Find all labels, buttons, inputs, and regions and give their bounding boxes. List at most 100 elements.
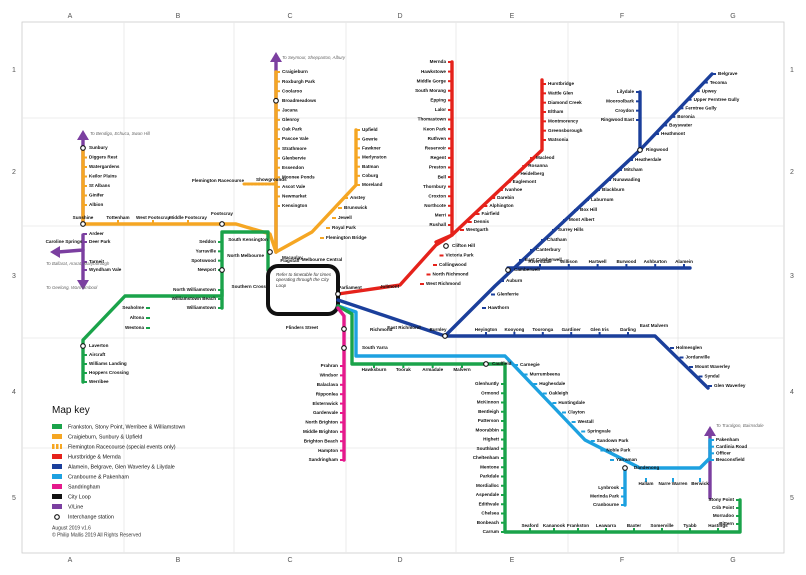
interchange-camberwell[interactable] [505,267,511,273]
station-label-20: Bonbeach [477,520,499,525]
station-label-1: Diggers Rest [89,155,118,160]
interchange-north-melbourne[interactable] [267,249,273,255]
station-label-14: Werribee [89,379,109,384]
station-label-1: Hawkstowe [421,69,446,74]
station-label-3: Tarneit [89,259,104,264]
station-label-0: Seddon [199,239,216,244]
station-label-9: Heidelberg [520,171,544,176]
grid-row-label: 3 [790,273,794,280]
interchange-footscray[interactable] [219,221,225,227]
station-label-8: Strathmore [282,146,307,151]
grid-col-label: F [620,557,624,564]
interchange-clifton-hill[interactable] [443,243,449,249]
station-label-12: Bell [438,174,446,179]
interchange-laverton[interactable] [80,343,86,349]
interchange-broadmeadows[interactable] [273,97,279,104]
interchange-south-yarra[interactable] [341,345,347,351]
station-label-4: St Albans [89,183,110,188]
station-label-2: Diamond Creek [548,100,582,105]
station-label-1: Roxburgh Park [282,79,315,84]
station-label-20: Collingwood [439,262,467,267]
station-label-12: South Kensington [228,237,268,242]
interchange-dandenong[interactable] [622,465,628,471]
key-label-frankston: Frankston, Stony Point, Werribee & Willi… [68,424,185,430]
footer-copyright: © Philip Mallis 2019 All Rights Reserved [52,531,141,538]
station-label-5: Williamstown Beach [172,296,217,301]
station-label-0: Belgrave [718,71,738,76]
grid-col-label: B [176,557,181,564]
station-label-1: Kooyong [504,327,524,332]
vline-geelong-arrow [77,280,89,290]
station-label-3: Burwood [616,259,636,264]
station-label-8: Jordanville [686,355,711,360]
key-interchange-icon [54,514,60,520]
station-label-18: Clifton Hill [452,243,475,248]
grid-row-label: 2 [790,169,794,176]
station-label-21: Carrum [483,529,499,534]
station-label-6: Williamstown [187,305,217,310]
vline-destination-seymour: To Seymour, Shepparton, Albury [282,55,346,60]
station-label-0: Upfield [362,127,378,132]
station-label-10: East Richmond [387,325,421,330]
station-label-7: Middle Brighton [303,429,338,434]
station-label-4: Hastings [708,523,728,528]
grid-col-label: A [68,557,73,564]
station-label-8: Sandown Park [597,438,629,443]
station-label-16: Westgarth [466,227,489,232]
station-label-2: Hartwell [589,259,607,264]
station-label-13: Alphington [489,203,513,208]
vline-destination-traralgon: To Traralgon, Bairnsdale [716,423,764,428]
station-label-7: Seaholme [122,305,144,310]
interchange-caulfield[interactable] [483,361,489,367]
key-swatch-flemington [52,444,62,449]
interchange-sunbury[interactable] [80,145,86,151]
station-label-4: Ashburton [644,259,667,264]
interchange-richmond[interactable] [341,326,347,332]
station-label-5: Greensborough [548,128,583,133]
station-label-9: Mount Waverley [695,364,730,369]
station-label-14: Cranbourne [593,502,619,507]
station-label-15: East Camberwell [525,257,562,262]
station-label-0: Sunbury [89,145,108,150]
grid-col-label: F [620,13,624,20]
footer-version: August 2019 v1.6 [52,525,91,531]
station-label-16: Camberwell [514,267,540,272]
grid-col-label: E [510,13,515,20]
station-label-6: Ormond [481,390,499,395]
station-label-22: West Richmond [426,281,461,286]
route-frankston [336,304,742,534]
station-label-11: Moonee Ponds [282,175,315,180]
grid-row-label: 1 [12,67,16,74]
station-label-5: Glenhuntly [475,381,499,386]
station-label-2: Caroline Springs [46,239,83,244]
station-label-5: Darling [620,327,636,332]
station-label-12: Darebin [497,195,514,200]
station-label-10: Moorabbin [476,427,500,432]
station-label-7: Pascoe Vale [282,136,309,141]
station-label-11: Dandenong [634,465,659,470]
station-label-1: Flagstaff [280,258,300,263]
key-swatch-hurstbridge [52,454,62,459]
interchange-parliament[interactable] [335,291,341,297]
station-label-10: Box Hill [580,207,597,212]
key-label-cityloop: City Loop [68,494,91,500]
interchange-ringwood[interactable] [637,147,643,153]
station-label-3: South Morang [415,88,446,93]
station-label-1: Yarraville [196,249,217,254]
interchange-burnley[interactable] [442,333,448,339]
station-label-15: Dennis [474,219,490,224]
station-label-13: Chatham [547,237,567,242]
interchange-newport[interactable] [219,267,225,273]
station-label-19: Officer [716,451,731,456]
key-label-vline: V/Line [68,504,83,510]
station-label-3: Broadmeadows [282,98,317,103]
station-label-3: Oakleigh [549,391,569,396]
station-label-15: Hallam [638,481,653,486]
station-label-20: Cardinia Road [716,444,747,449]
interchange-sunshine[interactable] [80,221,86,227]
vline-traralgon-arrow [704,426,716,436]
grid-row-label: 4 [790,389,794,396]
station-label-6: North Brighton [305,420,338,425]
station-label-3: Merlynston [362,155,387,160]
station-label-9: Burnley [429,327,447,332]
